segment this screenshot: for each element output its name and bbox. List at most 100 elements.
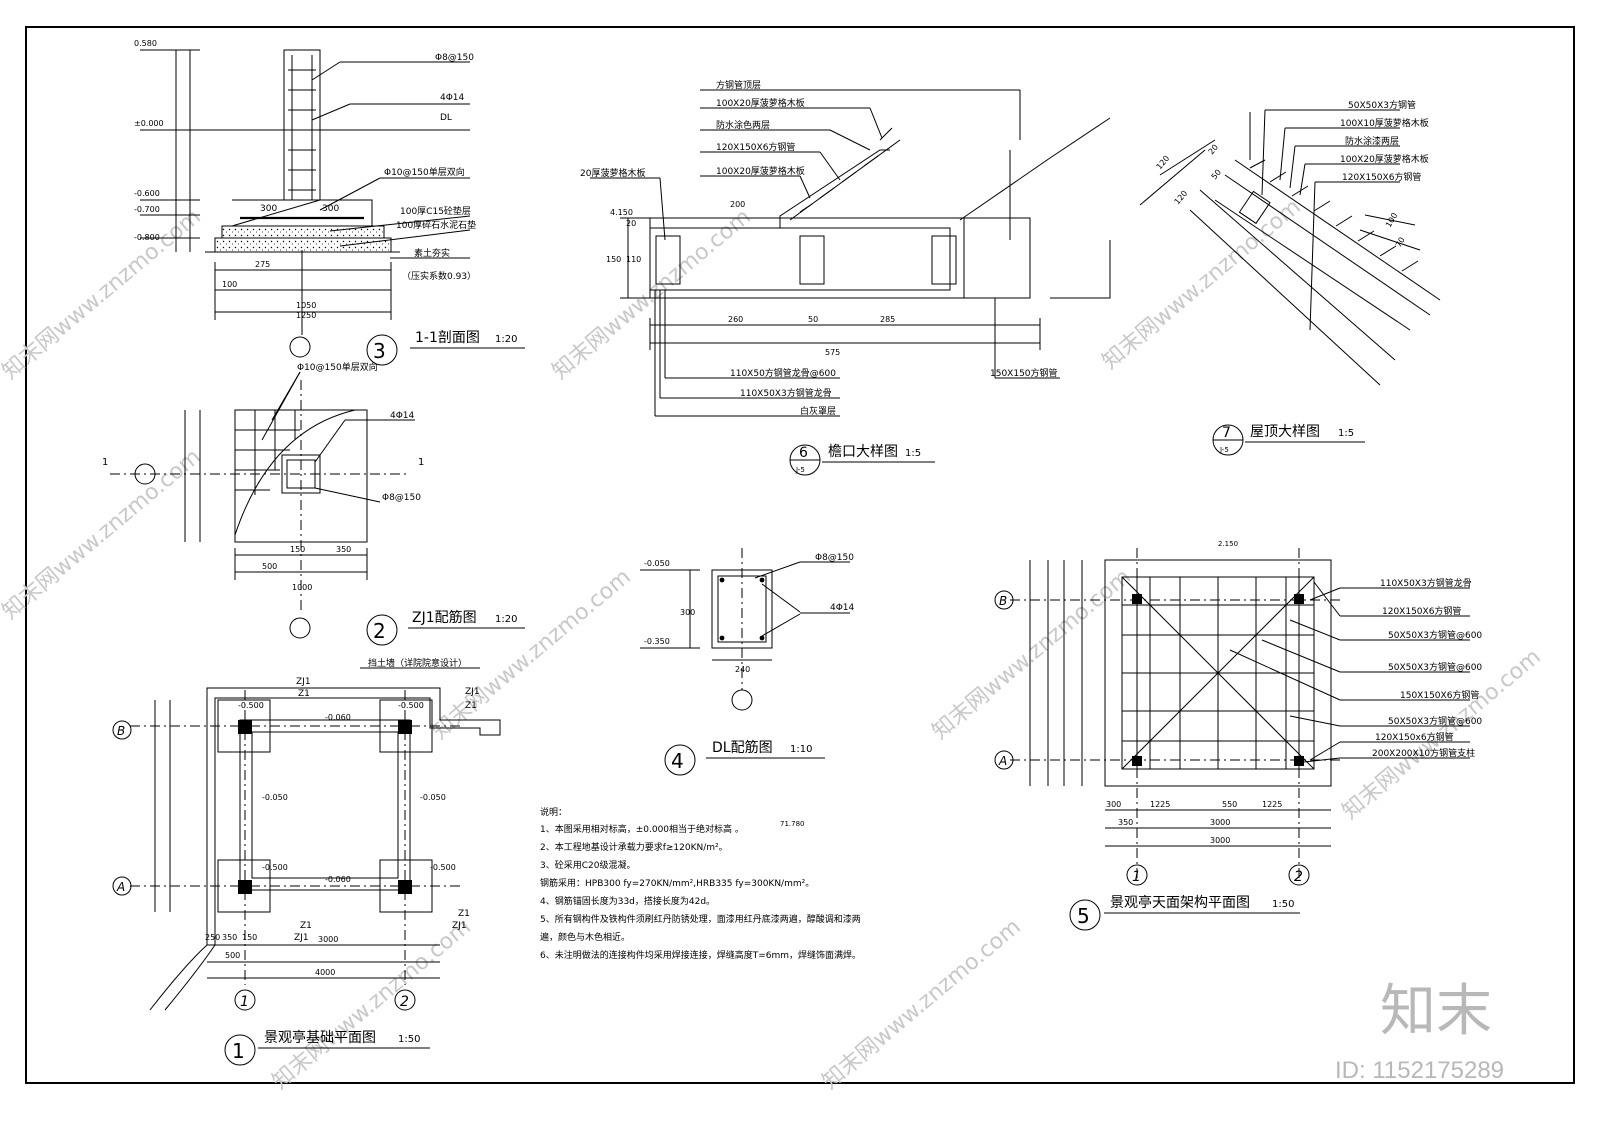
v1-lv-4: -0.050 <box>262 793 288 802</box>
v3-elev-5: -0.800 <box>134 233 160 242</box>
v6-note-2: 100X20厚菠萝格木板 <box>716 97 805 109</box>
v5-title: 景观亭天面架构平面图 <box>1110 894 1250 911</box>
view2-zj1: 1 1 Φ10@150单层双向 4Φ14 Φ8@150 1000 500 150… <box>102 361 525 646</box>
view1-foundation: B A 1 2 挡土墙（详院院意设计） ZJ1 Z1 ZJ1 Z1 Z1 ZJ1… <box>112 657 501 1066</box>
v2-d350: 350 <box>336 545 351 554</box>
v7-d100: 100 <box>1384 211 1399 229</box>
v2-rebar-2: 4Φ14 <box>390 411 415 421</box>
brand-id: ID: 1152175289 <box>1335 1057 1504 1084</box>
v7-note-5: 120X150X6方钢管 <box>1342 171 1421 183</box>
v1-d-total: 4000 <box>315 968 335 977</box>
watermark-4: 知末网www.znzmo.com <box>548 204 756 384</box>
v2-num: 2 <box>373 619 386 643</box>
v2-sec-left: 1 <box>102 457 108 468</box>
v7-num: 7 <box>1222 425 1231 441</box>
v1-scale: 1:50 <box>398 1034 420 1045</box>
v4-rebar-1: Φ8@150 <box>815 553 854 563</box>
v1-z1-c: Z1 <box>300 921 312 931</box>
v3-d1050: 1050 <box>296 301 316 310</box>
v1-lv-6: -0.500 <box>262 863 288 872</box>
v1-num: 1 <box>232 1039 245 1063</box>
remarks-line-4: 钢筋采用：HPB300 fy=270KN/mm²,HRB335 fy=300KN… <box>540 877 814 889</box>
v6-d150: 150 <box>606 255 621 264</box>
v1-soil-note: 挡土墙（详院院意设计） <box>368 657 467 669</box>
v5-d3000b: 3000 <box>1210 836 1230 845</box>
watermark-1: 知末网www.znzmo.com <box>0 204 206 384</box>
v6-note-4: 120X150X6方钢管 <box>716 141 795 153</box>
v1-zj1-a: ZJ1 <box>296 677 311 687</box>
remarks-line-8: 6、未注明做法的连接构件均采用焊接连接，焊缝高度T=6mm，焊缝饰面满焊。 <box>540 949 861 961</box>
v1-d-500: 500 <box>225 951 240 960</box>
watermark-7: 知末网www.znzmo.com <box>818 914 1026 1094</box>
v4-title: DL配筋图 <box>712 739 773 756</box>
v3-layer-4: （压实系数0.93） <box>402 270 476 282</box>
v7-d70: 70 <box>1394 236 1407 249</box>
v3-d275: 275 <box>255 260 270 269</box>
v3-elev-2: ±0.000 <box>134 119 164 128</box>
v5-note-1: 110X50X3方钢管龙骨 <box>1380 577 1472 589</box>
watermark-3: 知末网www.znzmo.com <box>428 564 636 744</box>
v3-elev-3: -0.600 <box>134 189 160 198</box>
v6-note-5: 100X20厚菠萝格木板 <box>716 165 805 177</box>
v5-d350: 350 <box>1118 818 1133 827</box>
v5-note-6: 50X50X3方钢管@600 <box>1388 715 1482 727</box>
v6-bottom-2: 110X50X3方钢管龙骨 <box>740 387 832 399</box>
v1-lv-2: -0.500 <box>398 701 424 710</box>
v5-scale: 1:50 <box>1272 899 1294 910</box>
v1-d-mid: 3000 <box>318 935 338 944</box>
v3-title: 1-1剖面图 <box>415 330 480 346</box>
remarks-block: 说明： 1、本图采用相对标高，±0.000相当于绝对标高 。 71.780 2、… <box>540 806 861 961</box>
remarks-line-6: 5、所有钢构件及铁构件须刷红丹防锈处理，面漆用红丹底漆两遍，醇酸调和漆两 <box>540 913 861 925</box>
v1-d-250: 250 <box>205 933 220 942</box>
v3-layer-2: 100厚碎石水泥石垫 <box>396 219 476 231</box>
remarks-line-7: 遍，颜色与木色相近。 <box>540 931 630 943</box>
remarks-heading: 说明： <box>540 806 567 818</box>
v4-elev-2: -0.350 <box>644 637 670 646</box>
v1-zj1-c: ZJ1 <box>294 933 309 943</box>
v5-axis-a: A <box>998 754 1007 768</box>
v3-w300a: 300 <box>260 204 277 214</box>
v3-rebar-3: DL <box>440 113 452 123</box>
v6-bottom-3: 白灰罩层 <box>800 405 836 417</box>
v3-scale: 1:20 <box>495 334 517 345</box>
v6-d260: 260 <box>728 315 743 324</box>
v5-note-8: 200X200X10方钢管支柱 <box>1372 747 1475 759</box>
v3-d1250: 1250 <box>296 311 316 320</box>
v3-layer-3: 素土夯实 <box>414 247 450 259</box>
v5-note-2: 120X150X6方钢管 <box>1382 605 1461 617</box>
v1-axis-b: B <box>117 724 125 738</box>
v5-d550: 550 <box>1222 800 1237 809</box>
v6-d200: 200 <box>730 200 745 209</box>
v1-grid-1: 1 <box>240 994 249 1010</box>
v3-num: 3 <box>373 339 386 363</box>
view5-roofplan: B A 1 2 2.150 110X50X3方钢管龙骨 120X150X6方钢管… <box>994 540 1482 931</box>
v5-d1225a: 1225 <box>1150 800 1170 809</box>
v2-sec-right: 1 <box>418 457 424 468</box>
v3-elev-1: 0.580 <box>134 39 157 48</box>
v3-layer-1: 100厚C15砼垫层 <box>400 205 471 217</box>
v1-d-150: 150 <box>242 933 257 942</box>
v2-d150: 150 <box>290 545 305 554</box>
v1-lv-3: -0.060 <box>325 713 351 722</box>
v1-lv-7: -0.500 <box>430 863 456 872</box>
v7-scale: 1:5 <box>1338 428 1354 439</box>
v1-lv-1: -0.500 <box>238 701 264 710</box>
v1-title: 景观亭基础平面图 <box>264 1029 376 1046</box>
v1-d-350: 350 <box>222 933 237 942</box>
view7-roof: 50X50X3方钢管 100X10厚菠萝格木板 防水涂漆两层 100X20厚菠萝… <box>1139 99 1441 456</box>
v6-elev: 4.150 <box>610 208 633 217</box>
brand-logo: 知末 <box>1380 979 1492 1044</box>
v1-z1-b: Z1 <box>465 701 477 711</box>
v7-d20: 20 <box>1207 143 1220 157</box>
v7-d120a: 120 <box>1155 154 1172 171</box>
remarks-elev-tag: 71.780 <box>780 820 805 828</box>
v4-scale: 1:10 <box>790 744 812 755</box>
v6-bottom-1: 110X50方钢管龙骨@600 <box>730 367 836 379</box>
v7-title: 屋顶大样图 <box>1250 424 1320 440</box>
v5-d3000a: 3000 <box>1210 818 1230 827</box>
v6-scale: 1:5 <box>905 448 921 459</box>
v3-elev-4: -0.700 <box>134 205 160 214</box>
v3-rebar-2: 4Φ14 <box>440 93 465 103</box>
v6-num: 6 <box>799 445 808 461</box>
